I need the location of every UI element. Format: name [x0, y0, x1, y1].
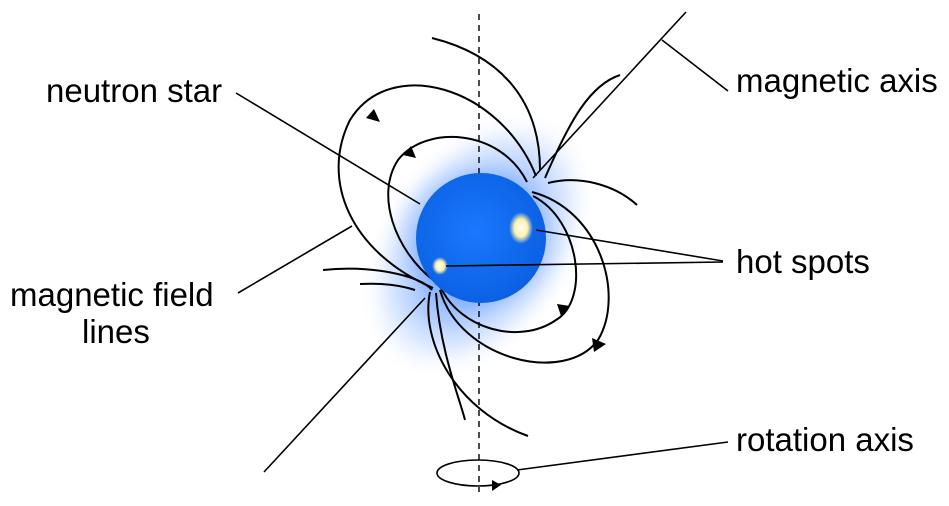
- arrow-outer-left: [366, 109, 380, 122]
- hot-spot-lower: [432, 257, 448, 275]
- hot-spot-upper: [509, 212, 533, 244]
- label-magnetic-field-lines-1: magnetic field: [10, 276, 214, 313]
- leader-magnetic-axis: [661, 39, 729, 92]
- label-neutron-star: neutron star: [46, 72, 222, 109]
- label-magnetic-axis: magnetic axis: [736, 62, 938, 99]
- label-hot-spots: hot spots: [736, 243, 870, 280]
- magnetic-axis-line-lower: [263, 297, 426, 473]
- rotation-arrow: [492, 480, 501, 491]
- neutron-star: [416, 173, 546, 303]
- leader-neutron-star: [235, 92, 421, 205]
- leader-rotation-axis: [516, 441, 729, 471]
- leader-hot-spot-lower: [445, 261, 724, 267]
- rotation-indicator: [436, 459, 520, 487]
- label-magnetic-field-lines-2: lines: [82, 313, 150, 350]
- label-rotation-axis: rotation axis: [736, 421, 914, 458]
- leader-field-lines: [237, 225, 353, 294]
- leader-hot-spot-upper: [535, 229, 724, 262]
- hot-spots: [432, 212, 533, 275]
- arrow-inner-left: [403, 146, 416, 158]
- magnetic-field-lines: [322, 37, 638, 437]
- arrow-inner-right: [557, 304, 570, 316]
- leader-lines: [235, 39, 729, 471]
- arrow-outer-right: [592, 338, 606, 352]
- field-line-arrows: [366, 109, 606, 352]
